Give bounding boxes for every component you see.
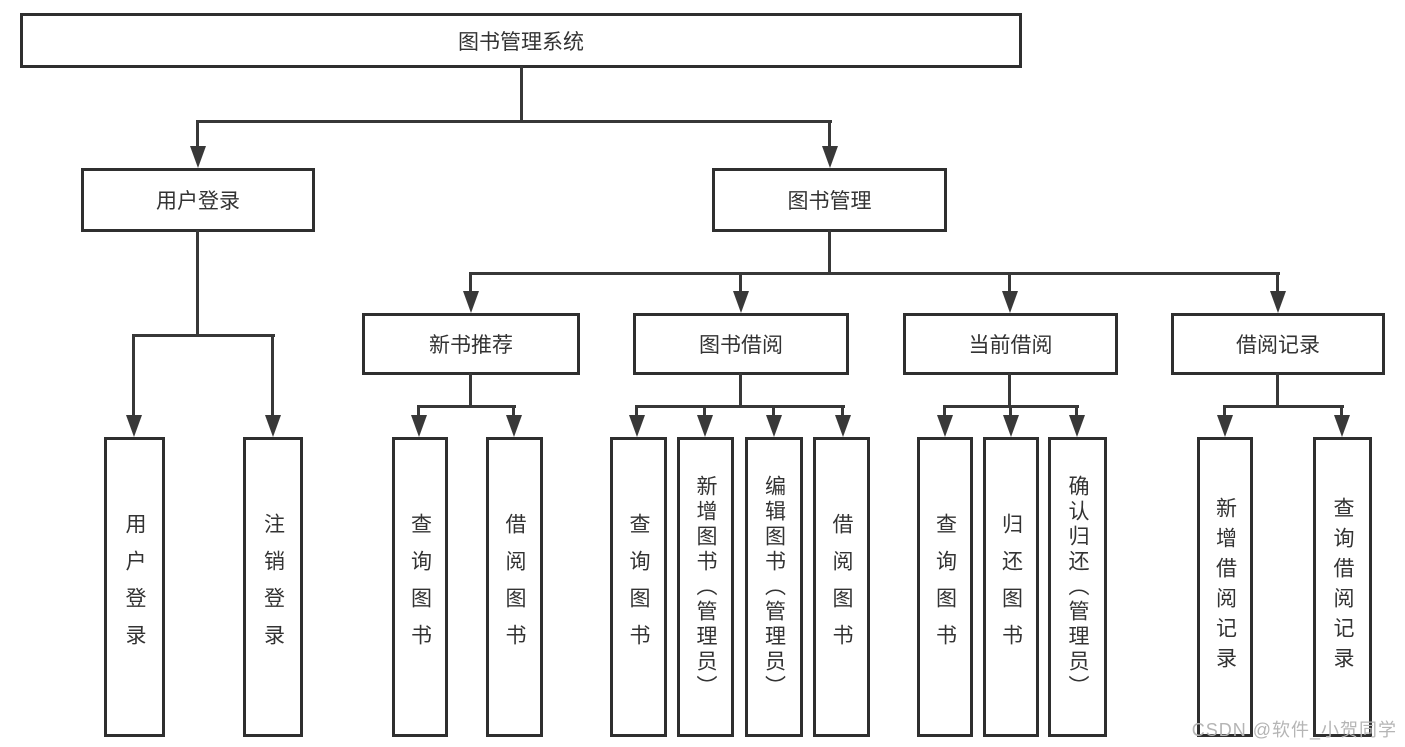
connector-book-management-stem	[828, 230, 831, 274]
leaf-add-books-admin: 新增图书（管理员）	[677, 437, 734, 737]
leaf-logout-label: 注销登录	[261, 513, 285, 661]
leaf-query-books-3: 查询图书	[917, 437, 973, 737]
leaf-query-books-2: 查询图书	[610, 437, 667, 737]
connector-drop-add-books	[703, 405, 706, 418]
leaf-borrow-books-1: 借阅图书	[486, 437, 543, 737]
connector-drop-query-books-2	[635, 405, 638, 418]
connector-g5-bar	[1223, 405, 1344, 408]
connector-g5-stem	[1276, 373, 1279, 407]
leaf-edit-books-admin-label: 编辑图书（管理员）	[762, 474, 786, 700]
leaf-query-books-3-label: 查询图书	[933, 513, 957, 661]
connector-g3-bar	[635, 405, 845, 408]
leaf-add-borrow-record: 新增借阅记录	[1197, 437, 1253, 737]
connector-drop-borrow-books-1	[512, 405, 515, 418]
arrow-down-icon	[822, 146, 838, 168]
leaf-query-borrow-record: 查询借阅记录	[1313, 437, 1372, 737]
connector-g4-stem	[1008, 373, 1011, 407]
arrow-down-icon	[1217, 415, 1233, 437]
connector-drop-user-login	[196, 120, 199, 150]
leaf-confirm-return-admin-label: 确认归还（管理员）	[1066, 474, 1089, 700]
connector-drop-leaf-logout	[271, 334, 274, 419]
connector-user-login-stem	[196, 230, 199, 336]
arrow-down-icon	[835, 415, 851, 437]
leaf-query-books-1-label: 查询图书	[408, 513, 432, 661]
arrow-down-icon	[1003, 415, 1019, 437]
leaf-edit-books-admin: 编辑图书（管理员）	[745, 437, 803, 737]
node-new-book-recommendation-label: 新书推荐	[429, 334, 513, 357]
connector-drop-new-book-recommendation	[469, 272, 472, 294]
arrow-down-icon	[265, 415, 281, 437]
leaf-query-books-1: 查询图书	[392, 437, 448, 737]
node-book-borrowing: 图书借阅	[633, 313, 849, 375]
connector-user-login-bar	[132, 334, 275, 337]
leaf-logout: 注销登录	[243, 437, 303, 737]
connector-root-stem	[520, 66, 523, 122]
watermark: CSDN @软件_小贺同学	[1191, 720, 1397, 740]
connector-drop-leaf-user-login	[132, 334, 135, 419]
connector-drop-return-books	[1009, 405, 1012, 418]
node-new-book-recommendation: 新书推荐	[362, 313, 580, 375]
node-user-login-label: 用户登录	[156, 190, 240, 213]
leaf-borrow-books-1-label: 借阅图书	[503, 513, 526, 661]
arrow-down-icon	[629, 415, 645, 437]
arrow-down-icon	[1002, 291, 1018, 313]
connector-drop-query-books-3	[943, 405, 946, 418]
connector-drop-add-borrow-record	[1223, 405, 1226, 418]
leaf-add-borrow-record-label: 新增借阅记录	[1213, 497, 1237, 677]
node-book-management: 图书管理	[712, 168, 947, 232]
arrow-down-icon	[697, 415, 713, 437]
leaf-return-books-label: 归还图书	[999, 513, 1023, 661]
leaf-return-books: 归还图书	[983, 437, 1039, 737]
node-book-borrowing-label: 图书借阅	[699, 334, 783, 357]
connector-drop-edit-books	[772, 405, 775, 418]
connector-drop-book-borrowing	[739, 272, 742, 294]
connector-root-bar	[196, 120, 832, 123]
arrow-down-icon	[937, 415, 953, 437]
node-borrowing-records-label: 借阅记录	[1236, 334, 1320, 357]
arrow-down-icon	[463, 291, 479, 313]
node-current-borrowing: 当前借阅	[903, 313, 1118, 375]
node-borrowing-records: 借阅记录	[1171, 313, 1385, 375]
connector-drop-borrowing-records	[1276, 272, 1279, 294]
connector-g2-stem	[469, 373, 472, 407]
connector-g2-bar	[417, 405, 516, 408]
arrow-down-icon	[126, 415, 142, 437]
node-book-management-label: 图书管理	[787, 190, 872, 213]
node-root: 图书管理系统	[20, 13, 1022, 68]
node-root-label: 图书管理系统	[458, 30, 584, 54]
leaf-borrow-books-2: 借阅图书	[813, 437, 870, 737]
leaf-borrow-books-2-label: 借阅图书	[830, 513, 853, 661]
connector-book-management-bar	[469, 272, 1280, 275]
arrow-down-icon	[1334, 415, 1350, 437]
node-current-borrowing-label: 当前借阅	[968, 334, 1053, 357]
arrow-down-icon	[190, 146, 206, 168]
connector-drop-query-books-1	[417, 405, 420, 418]
leaf-query-borrow-record-label: 查询借阅记录	[1331, 497, 1354, 677]
connector-drop-current-borrowing	[1008, 272, 1011, 294]
arrow-down-icon	[1069, 415, 1085, 437]
connector-drop-book-management	[828, 120, 831, 150]
arrow-down-icon	[411, 415, 427, 437]
leaf-add-books-admin-label: 新增图书（管理员）	[694, 474, 717, 700]
leaf-confirm-return-admin: 确认归还（管理员）	[1048, 437, 1107, 737]
arrow-down-icon	[766, 415, 782, 437]
arrow-down-icon	[1270, 291, 1286, 313]
connector-drop-query-borrow-record	[1340, 405, 1343, 418]
connector-drop-confirm-return	[1075, 405, 1078, 418]
connector-drop-borrow-books-2	[841, 405, 844, 418]
node-user-login: 用户登录	[81, 168, 315, 232]
arrow-down-icon	[733, 291, 749, 313]
leaf-user-login: 用户登录	[104, 437, 165, 737]
arrow-down-icon	[506, 415, 522, 437]
leaf-query-books-2-label: 查询图书	[627, 513, 650, 661]
connector-g3-stem	[739, 373, 742, 407]
leaf-user-login-label: 用户登录	[123, 513, 146, 661]
